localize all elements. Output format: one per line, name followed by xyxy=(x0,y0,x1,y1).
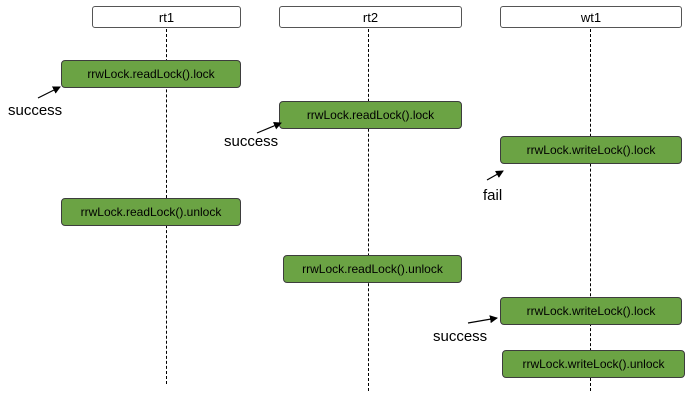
lifeline-wt1-line xyxy=(590,29,591,391)
wt1-writelock-lock-box-1: rrwLock.writeLock().lock xyxy=(500,136,682,164)
rt2-readlock-lock-box: rrwLock.readLock().lock xyxy=(279,101,462,129)
wt1-fail-arrow xyxy=(486,170,504,181)
rt1-success-note: success xyxy=(8,102,63,119)
wt1-success-arrow xyxy=(467,315,498,324)
rt1-readlock-unlock-box: rrwLock.readLock().unlock xyxy=(61,198,241,226)
wt1-writelock-unlock-box: rrwLock.writeLock().unlock xyxy=(502,350,685,378)
rt2-success-note: success xyxy=(224,133,279,150)
lifeline-rt2-line xyxy=(368,29,369,391)
wt1-writelock-lock-box-2: rrwLock.writeLock().lock xyxy=(500,297,682,325)
wt1-success-note: success xyxy=(433,328,488,345)
lifeline-wt1-header: wt1 xyxy=(500,6,682,28)
lifeline-rt1-header: rt1 xyxy=(92,6,241,28)
rt1-readlock-lock-box: rrwLock.readLock().lock xyxy=(61,60,241,88)
rt2-success-arrow xyxy=(256,122,282,134)
lifeline-rt2-header: rt2 xyxy=(279,6,462,28)
rt2-readlock-unlock-box: rrwLock.readLock().unlock xyxy=(283,255,462,283)
wt1-fail-note: fail xyxy=(483,187,503,204)
rt1-success-arrow xyxy=(37,86,61,99)
